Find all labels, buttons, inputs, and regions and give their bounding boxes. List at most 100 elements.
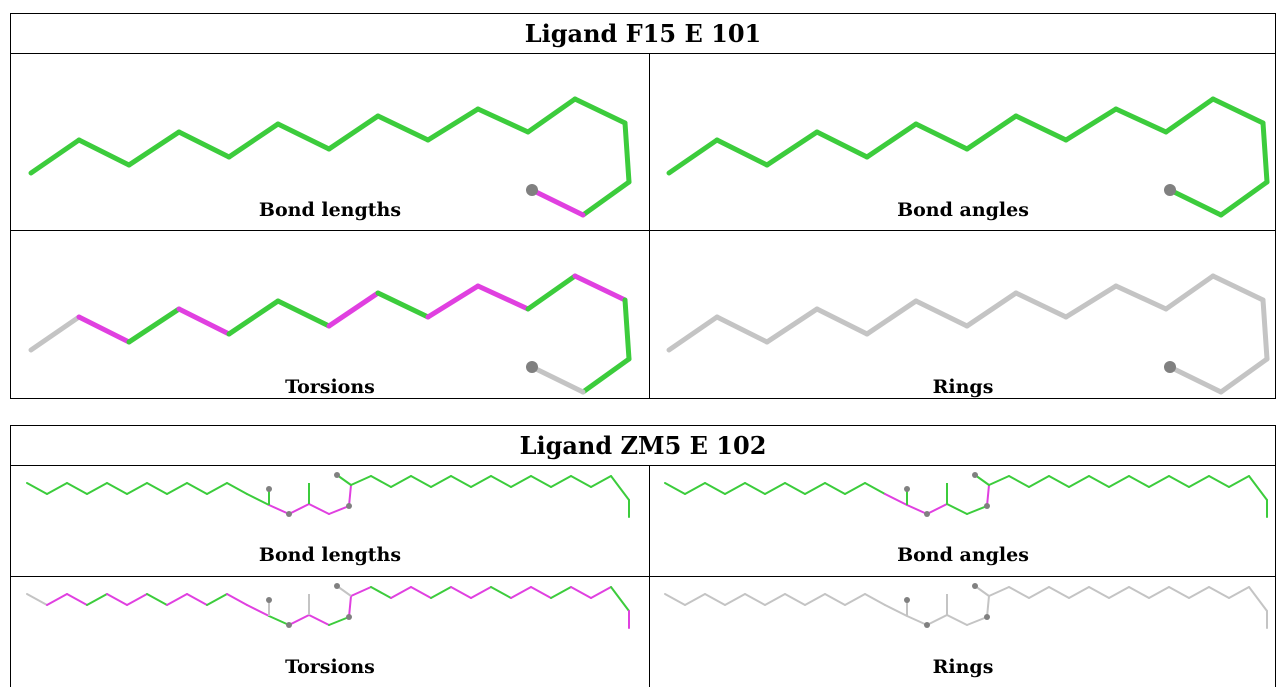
bond	[166, 482, 188, 495]
bond	[1188, 475, 1210, 488]
f15-molecule-layer	[28, 96, 1270, 395]
bond	[1063, 283, 1119, 320]
bond	[926, 503, 948, 515]
bond	[884, 493, 908, 506]
bond	[926, 614, 948, 626]
bond	[1168, 475, 1190, 488]
bond	[988, 475, 1010, 486]
bond	[66, 593, 88, 606]
bond	[784, 593, 806, 606]
bond	[1108, 475, 1130, 488]
bond	[525, 96, 578, 135]
atom	[984, 503, 990, 509]
bond	[525, 273, 578, 312]
bond	[590, 475, 612, 488]
bond	[724, 482, 746, 495]
bond	[425, 283, 481, 320]
atom	[924, 622, 930, 628]
bond	[490, 475, 512, 488]
bond	[530, 586, 552, 599]
bond	[1108, 586, 1130, 599]
bond	[226, 593, 248, 606]
bond	[864, 121, 919, 160]
bond	[1113, 106, 1169, 135]
atom	[346, 614, 352, 620]
ligand-zm5-block: Ligand ZM5 E 102 Bond lengths Bond angle…	[10, 425, 1276, 687]
bond	[966, 616, 988, 626]
bond	[126, 482, 148, 495]
bond	[475, 106, 531, 135]
bond	[268, 615, 290, 626]
bond	[1148, 475, 1170, 488]
bond	[430, 586, 452, 599]
bond	[186, 482, 208, 495]
atom	[1164, 184, 1176, 196]
bond	[744, 482, 766, 495]
bond	[530, 475, 552, 488]
bond	[570, 475, 592, 488]
bond	[375, 113, 431, 143]
bond	[28, 314, 82, 353]
bond	[1128, 586, 1150, 599]
bond	[348, 595, 352, 618]
bond	[864, 482, 886, 495]
bond	[328, 616, 350, 626]
zm5-label-torsions: Torsions	[285, 656, 375, 678]
bond	[350, 475, 372, 486]
bond	[906, 504, 928, 515]
bond	[76, 314, 132, 345]
bond	[66, 482, 88, 495]
bond	[370, 475, 392, 488]
bond	[1068, 586, 1090, 599]
bond	[288, 503, 310, 515]
bond	[1048, 586, 1070, 599]
bond	[724, 593, 746, 606]
atom	[286, 511, 292, 517]
bond	[864, 298, 919, 337]
bond	[1128, 475, 1150, 488]
bond	[986, 484, 990, 507]
bond	[764, 306, 820, 345]
bond	[450, 586, 472, 599]
bond	[884, 604, 908, 617]
bond	[666, 314, 720, 353]
bond	[1248, 586, 1268, 612]
bond	[964, 290, 1019, 329]
bond	[226, 298, 281, 337]
bond	[529, 187, 586, 218]
atom	[286, 622, 292, 628]
bond	[1218, 179, 1270, 218]
bond	[704, 482, 726, 495]
row-divider	[11, 576, 1275, 577]
bond	[610, 586, 630, 612]
bond	[106, 593, 128, 606]
bond	[1008, 586, 1030, 599]
bond	[1208, 475, 1230, 488]
bond	[348, 484, 352, 507]
bond	[550, 475, 572, 488]
bond	[86, 482, 108, 495]
title-divider	[11, 53, 1275, 54]
bond	[1210, 273, 1266, 303]
bond	[666, 137, 720, 176]
ligand-zm5-title: Ligand ZM5 E 102	[519, 431, 767, 460]
bond	[226, 121, 281, 160]
atom	[904, 486, 910, 492]
bond	[529, 364, 586, 395]
atom	[334, 583, 340, 589]
bond	[1218, 356, 1270, 395]
atom	[972, 583, 978, 589]
bond	[26, 593, 48, 606]
bond	[844, 482, 866, 495]
bond	[1088, 586, 1110, 599]
bond	[370, 586, 392, 599]
bond	[106, 482, 128, 495]
zm5-label-bond-lengths: Bond lengths	[258, 544, 402, 566]
bond	[824, 593, 846, 606]
bond	[1028, 586, 1050, 599]
bond	[86, 593, 108, 606]
bond	[664, 593, 686, 606]
bond	[1163, 96, 1216, 135]
bond	[906, 615, 928, 626]
bond	[275, 121, 332, 152]
